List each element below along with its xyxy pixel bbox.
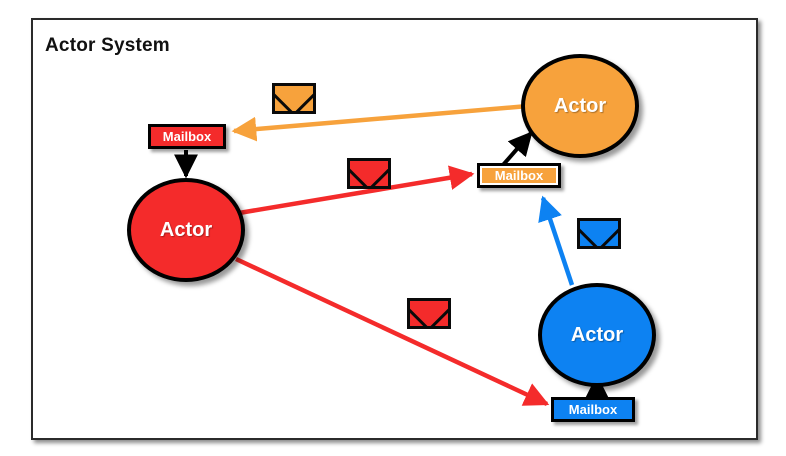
envelope-icon: [577, 218, 621, 249]
envelope-icon: [272, 83, 316, 114]
mailbox-node-blue[interactable]: Mailbox: [551, 397, 635, 422]
envelope-icon: [407, 298, 451, 329]
edge-blue-actor-to-orange-mailbox: [538, 195, 575, 286]
mailbox-node-orange[interactable]: Mailbox: [477, 163, 561, 188]
envelope-icon: [347, 158, 391, 189]
actor-label: Actor: [553, 94, 607, 117]
edge-orange-mailbox-to-orange-actor: [501, 131, 533, 167]
actor-label: Actor: [159, 218, 213, 241]
edge-red-actor-to-orange-mailbox: [238, 165, 475, 216]
page-title: Actor System: [45, 35, 170, 56]
mailbox-label: Mailbox: [162, 129, 212, 144]
actor-node-orange[interactable]: Actor: [521, 54, 639, 158]
actor-node-blue[interactable]: Actor: [538, 283, 656, 387]
mailbox-label: Mailbox: [494, 168, 544, 183]
mailbox-node-red[interactable]: Mailbox: [148, 124, 226, 149]
mailbox-label: Mailbox: [568, 402, 618, 417]
edge-orange-actor-to-red-mailbox: [231, 103, 529, 142]
actor-label: Actor: [570, 323, 624, 346]
actor-node-red[interactable]: Actor: [127, 178, 245, 282]
edge-red-actor-to-blue-mailbox: [235, 256, 550, 407]
